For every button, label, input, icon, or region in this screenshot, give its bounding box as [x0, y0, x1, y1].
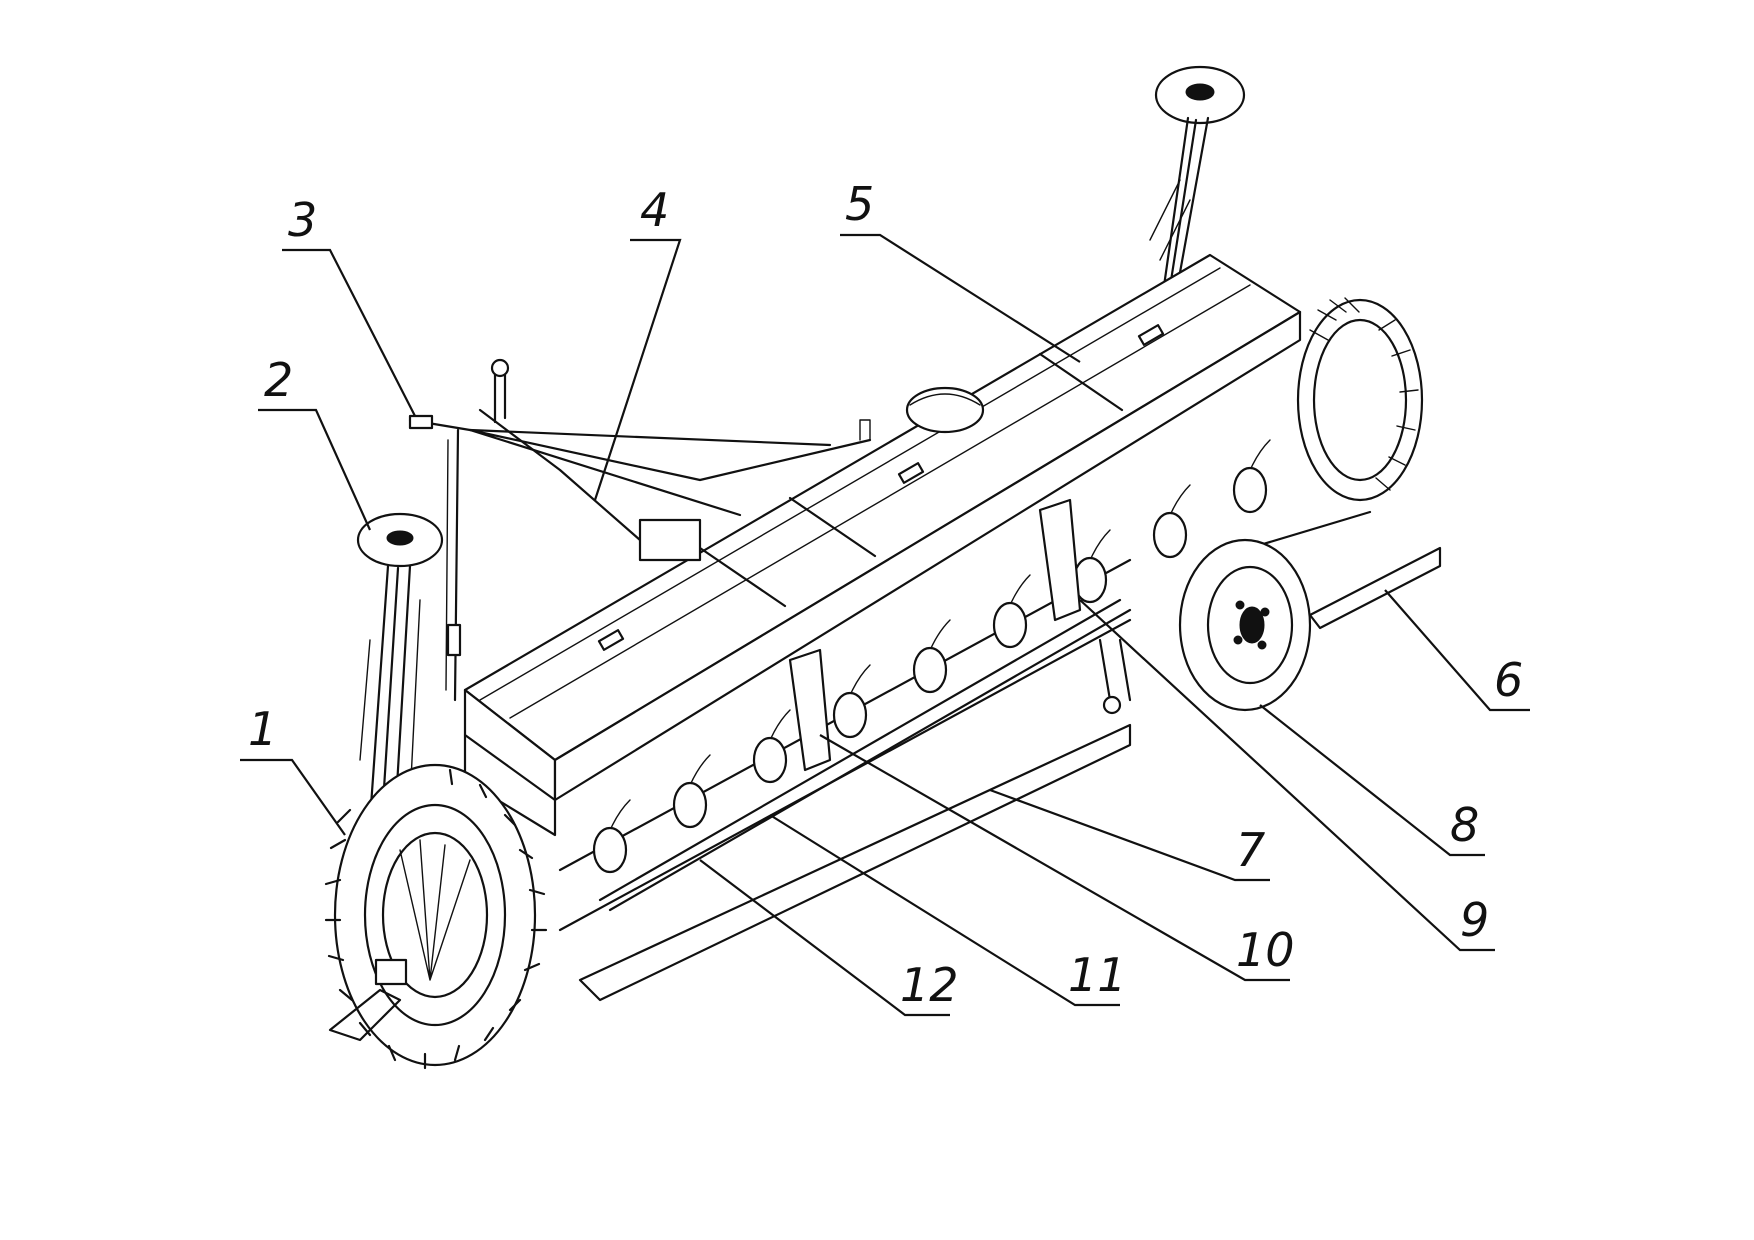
left-drive-wheel	[324, 763, 548, 1070]
callout-5: 5	[845, 177, 874, 231]
left-marker-disc	[356, 512, 444, 822]
callout-1: 1	[248, 702, 277, 756]
callout-10: 10	[1236, 923, 1295, 977]
callout-leaders	[240, 233, 1530, 1017]
front-step-board	[578, 723, 1132, 1002]
transport-wheel	[1098, 538, 1312, 715]
callout-7: 7	[1236, 823, 1265, 877]
callout-labels: 1 2 3 4 5 6 7 8 9 10 11 12	[248, 177, 1523, 1012]
callout-6: 6	[1494, 653, 1523, 707]
callout-4: 4	[640, 183, 669, 237]
opener-row	[558, 439, 1271, 932]
callout-12: 12	[900, 958, 959, 1012]
right-drive-wheel	[1296, 297, 1424, 502]
hitch-frame	[408, 358, 872, 702]
center-wheel	[905, 386, 985, 434]
callout-9: 9	[1460, 893, 1489, 947]
callout-8: 8	[1450, 798, 1479, 852]
callout-3: 3	[288, 193, 317, 247]
callout-11: 11	[1068, 948, 1127, 1002]
callout-2: 2	[264, 353, 293, 407]
right-marker-disc	[1149, 65, 1246, 302]
